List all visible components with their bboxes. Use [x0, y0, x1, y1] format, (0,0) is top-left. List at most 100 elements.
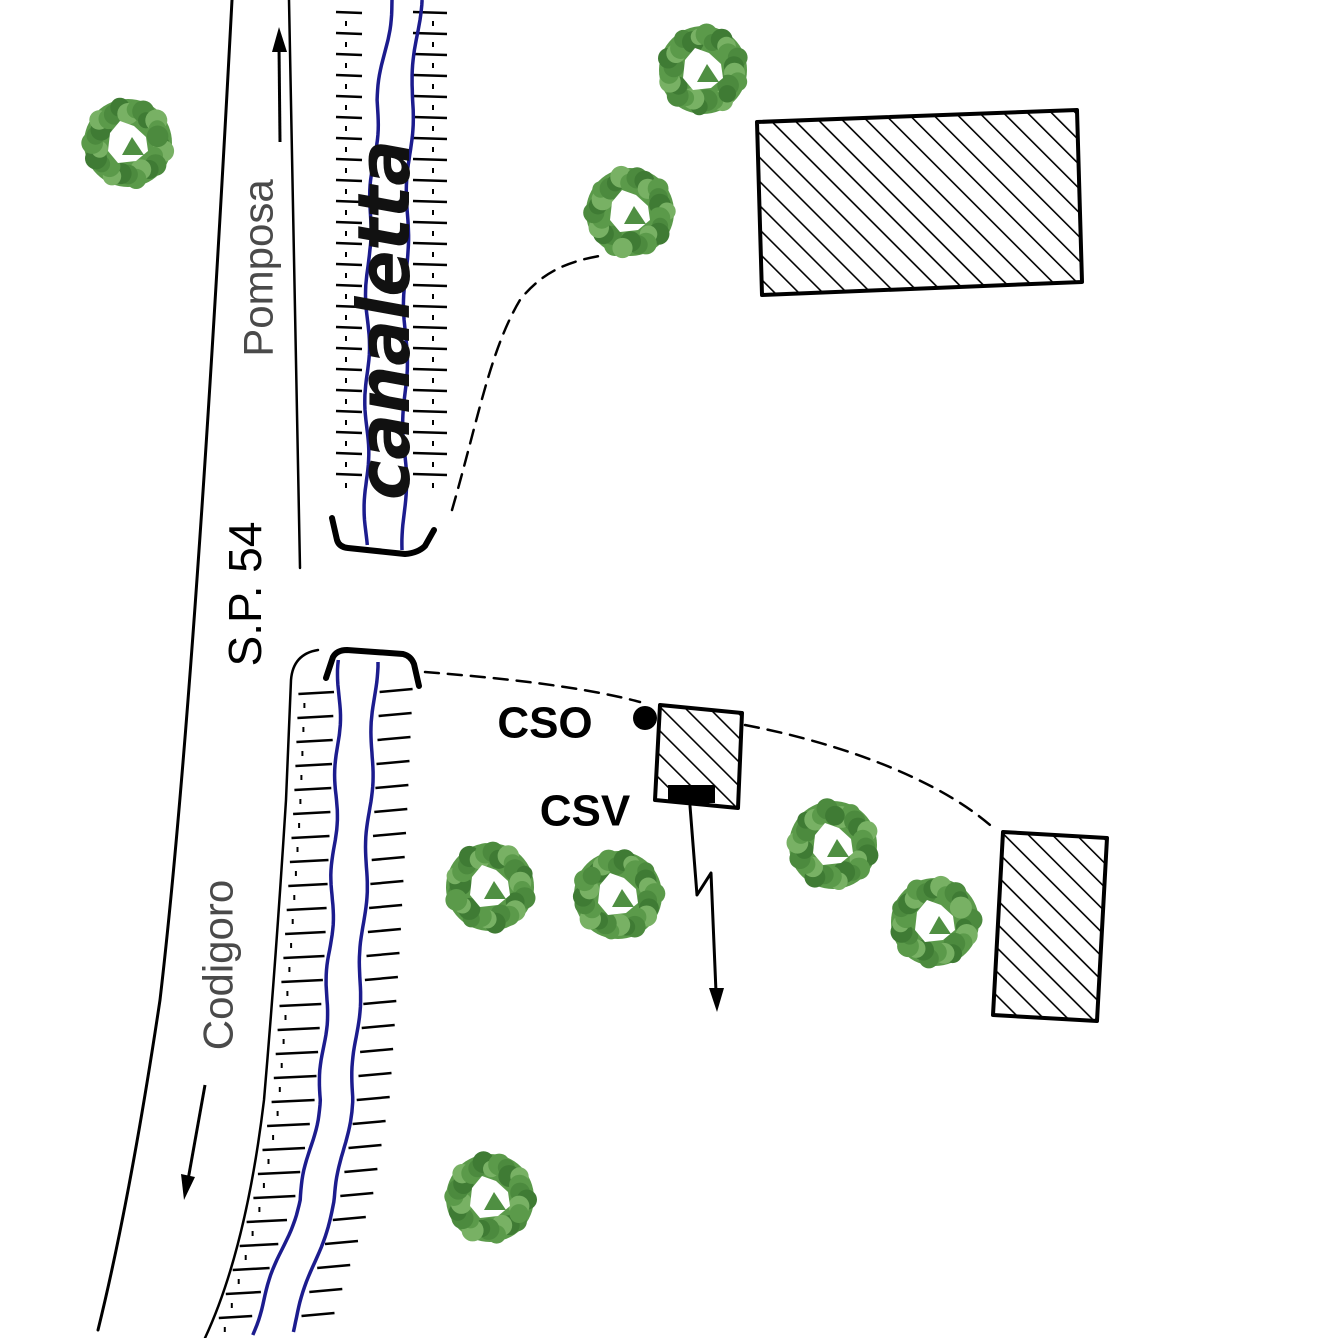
- canal-bank-tick: [356, 1095, 390, 1102]
- tree-center: [697, 64, 719, 82]
- canal-bank-tick: [335, 157, 363, 162]
- tree-foliage: [825, 805, 845, 826]
- tree-foliage: [718, 85, 736, 103]
- canal-bank-tick: [366, 951, 400, 958]
- road-edge-west: [96, 0, 234, 1332]
- tree-center: [624, 206, 646, 224]
- canal-bank-tick: [298, 690, 335, 696]
- tree-icon: [444, 1151, 538, 1244]
- arrow-down-shaft: [186, 1084, 207, 1181]
- canal-bank-tick: [335, 178, 363, 183]
- road-edge-east-north: [287, 0, 302, 570]
- canal-bank-tick: [246, 1218, 288, 1224]
- canal-bank-tick: [361, 1023, 395, 1030]
- tree-foliage: [582, 866, 601, 885]
- road-name-label: S.P. 54: [219, 522, 271, 667]
- canal-bank-tick: [335, 241, 363, 246]
- canal-bank-tick: [412, 472, 448, 477]
- canal-bank-tick: [335, 346, 363, 351]
- canal-bank-tick: [273, 1074, 317, 1080]
- canal-bank-tick: [412, 199, 448, 204]
- canal-bank-tick: [335, 10, 363, 15]
- canal-bank-tick: [359, 1047, 394, 1054]
- canal-bank-tick: [412, 94, 448, 99]
- canal-bank-tick: [335, 304, 363, 309]
- canal-bank-tick: [335, 367, 363, 372]
- canal-bank-tick: [412, 325, 448, 330]
- cso-point-marker: [633, 706, 657, 730]
- boundary-dashed-north: [450, 253, 607, 512]
- canal-bank-tick: [412, 304, 448, 309]
- canal-bank-tick: [412, 241, 448, 246]
- tree-foliage: [949, 896, 972, 919]
- tree-center: [612, 889, 634, 907]
- tree-center: [484, 881, 506, 899]
- canal-bank-tick: [412, 409, 448, 414]
- canal-bank-tick: [297, 714, 334, 720]
- canal-bank-tick: [335, 52, 363, 57]
- canal-bank-tick: [412, 157, 448, 162]
- canal-north: [335, 0, 448, 551]
- canal-bank-tick: [344, 1167, 378, 1174]
- canal-bank-tick: [218, 1314, 253, 1320]
- canal-bank-tick: [285, 930, 326, 936]
- canal-bank-tick: [379, 687, 413, 694]
- building-east: [991, 830, 1109, 1023]
- canal-bank-tick: [279, 1002, 322, 1008]
- arrow-up-head: [272, 27, 287, 52]
- canal-water-line: [362, 0, 394, 546]
- canal-bank-tick: [275, 1050, 319, 1056]
- canal-bank-tick: [253, 1194, 296, 1200]
- canal-bank-tick: [335, 262, 363, 267]
- tree-center: [827, 839, 849, 857]
- culvert-south-bracket: [323, 647, 422, 689]
- canal-bank-tick: [324, 1239, 359, 1246]
- canal-label: canaletta: [342, 140, 426, 500]
- canal-water-line: [251, 659, 343, 1336]
- tree-foliage: [445, 889, 468, 911]
- canal-bank-tick: [412, 115, 448, 120]
- canal-bank-tick: [335, 325, 363, 330]
- canal-bank-tick: [291, 834, 330, 840]
- canal-bank-tick: [335, 136, 363, 141]
- arrow-down-icon: [181, 1084, 207, 1200]
- tree-icon: [786, 798, 879, 890]
- canal-bank-tick: [412, 346, 448, 351]
- canal-bank-tick: [377, 735, 411, 742]
- canal-bank-tick: [225, 1290, 261, 1296]
- canal-bank-tick: [277, 1026, 320, 1032]
- canal-bank-tick: [412, 262, 448, 267]
- canal-bank-tick: [293, 810, 331, 816]
- canal-bank-tick: [374, 807, 408, 814]
- canal-bank-tick: [368, 903, 403, 910]
- canal-bank-tick: [335, 73, 363, 78]
- canal-bank-tick: [294, 786, 332, 792]
- culvert-north-bracket: [329, 515, 437, 557]
- canal-water-line: [291, 662, 380, 1333]
- canal-bank-tick: [283, 954, 325, 960]
- canal-bank-tick: [378, 711, 412, 718]
- canal-bank-tick: [309, 1287, 343, 1294]
- boundary-dashed-south-a: [423, 670, 642, 704]
- canal-bank-tick: [376, 759, 410, 766]
- road-edge-east-south: [203, 648, 320, 1338]
- canal-bank-tick: [262, 1146, 306, 1152]
- tree-foliage: [509, 1204, 529, 1224]
- canal-water-line: [400, 0, 424, 551]
- canal-bank-tick: [335, 472, 363, 477]
- tree-center: [484, 1192, 506, 1210]
- canal-bank-tick: [232, 1266, 270, 1272]
- canal-bank-tick: [335, 220, 363, 225]
- canal-bank-tick: [363, 999, 397, 1006]
- canal-bank-tick: [257, 1170, 301, 1176]
- canal-bank-tick: [412, 220, 448, 225]
- tree-icon: [81, 97, 175, 189]
- canal-bank-tick: [348, 1143, 382, 1150]
- canal-bank-tick: [375, 783, 409, 790]
- canal-bank-tick: [352, 1119, 386, 1126]
- canal-bank-tick: [412, 73, 448, 78]
- canal-bank-tick: [364, 975, 399, 982]
- canal-bank-tick: [412, 283, 448, 288]
- canal-bank-tick: [412, 136, 448, 141]
- canal-bank-tick: [340, 1191, 374, 1198]
